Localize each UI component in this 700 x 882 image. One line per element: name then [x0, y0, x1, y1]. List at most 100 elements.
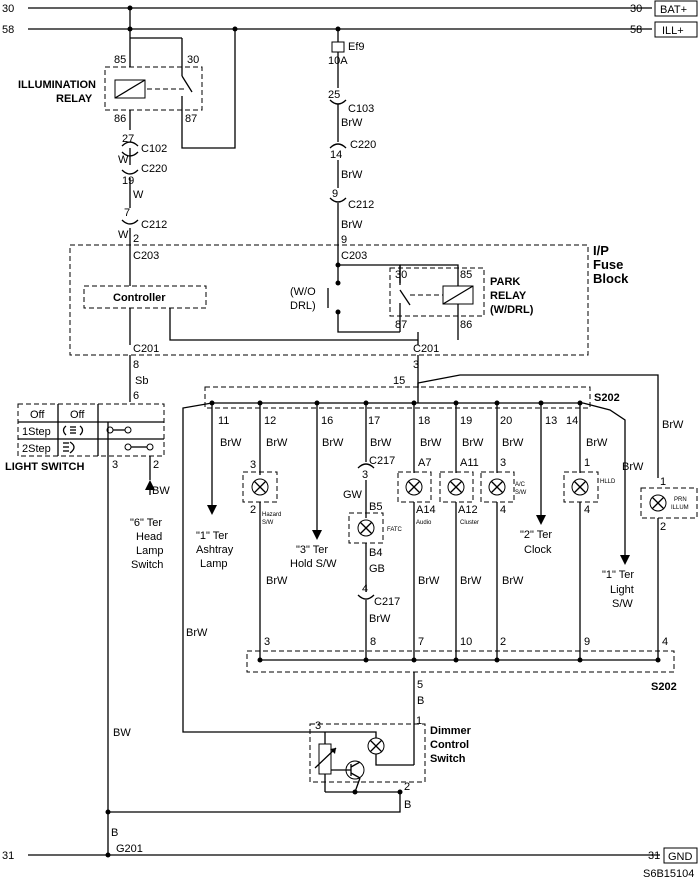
prn-label-1: PRN	[674, 497, 687, 503]
branch-pin-20: 20	[500, 415, 512, 427]
audio-a14: A14	[416, 504, 436, 516]
park-relay-name-1: PARK	[490, 276, 520, 288]
hlld-branch: 1 HLLD 4	[563, 400, 616, 660]
dimmer-pin2: 2	[404, 781, 410, 793]
fatc-b4: B4	[369, 547, 382, 559]
branch-pin-12: 12	[264, 415, 276, 427]
ls-pin3: 3	[112, 459, 118, 471]
park-relay-p86: 86	[460, 319, 472, 331]
prn-pin-top: 1	[660, 476, 666, 488]
light-switch-pin8: 8	[133, 359, 139, 371]
park-relay-name-3: (W/DRL)	[490, 304, 534, 316]
s202-bot-b: B	[417, 695, 424, 707]
footer-code: S6B15104	[643, 868, 694, 880]
light-sw-l2: Light	[610, 584, 634, 596]
hazard-pin-bot: 2	[250, 504, 256, 516]
branch-wire-14: BrW	[586, 437, 608, 449]
s202-top-pin15: 15	[393, 375, 405, 387]
c220-pin-left: 19	[122, 175, 134, 187]
hazard-label-1: Hazard	[262, 512, 281, 518]
c201-right-pin: 3	[413, 359, 419, 371]
dimmer-name-2: Control	[430, 739, 469, 751]
s202-bottom-label: S202	[651, 681, 677, 693]
fuse-path: Ef9 10A 25 C103 BrW C220 14 BrW 9 C212 B…	[328, 29, 376, 246]
light-switch-pin6: 6	[133, 390, 139, 402]
cluster-label: Cluster	[460, 520, 479, 526]
wo-drl-1: (W/O	[290, 286, 316, 298]
c212-label-mid: C212	[348, 199, 374, 211]
prn-label-2: ILLUM	[671, 505, 689, 511]
branch-pins: 11 12 16 17 18 19 20 13 14 BrW BrW BrW B…	[218, 415, 608, 449]
head-lamp-l3: Lamp	[136, 545, 164, 557]
branch-wire-18: BrW	[420, 437, 442, 449]
ashtray-l2: Ashtray	[196, 544, 234, 556]
hlld-label: HLLD	[600, 479, 616, 485]
c212-pin-mid: 9	[332, 188, 338, 200]
fatc-c217-top: C217	[369, 455, 395, 467]
c102-pin: 27	[122, 133, 134, 145]
c203-pin-left: 2	[133, 233, 139, 245]
s202-bottom: 3 8 7 10 2 9 4 S202 5 B	[246, 636, 677, 765]
ground: BW B G201 31 31 GND S6B15104	[2, 470, 698, 880]
branch-pin-18: 18	[418, 415, 430, 427]
ashtray-lamp-branch: "1" Ter Ashtray Lamp	[196, 400, 234, 570]
ls-pin2: 2	[153, 459, 159, 471]
ls-row-off: Off	[30, 409, 45, 421]
prn-illum-branch: BrW 1 PRN ILLUM 2	[640, 419, 698, 660]
park-lamp-icon	[62, 425, 84, 436]
c220-pin-mid: 14	[330, 149, 342, 161]
brw-1: BrW	[341, 117, 363, 129]
illum-relay-p85: 85	[114, 54, 126, 66]
light-switch-name: LIGHT SWITCH	[5, 461, 84, 473]
s202-top: 3 15 S202	[204, 355, 659, 478]
g201-label: G201	[116, 843, 143, 855]
branch-wire-19: BrW	[462, 437, 484, 449]
clock-l1: "2" Ter	[520, 529, 552, 541]
w-wire-3: W	[118, 229, 129, 241]
c103-label: C103	[348, 103, 374, 115]
ill-tag: ILL+	[662, 25, 684, 37]
clock-l2: Clock	[524, 544, 552, 556]
ls-row-2step: 2Step	[22, 443, 51, 455]
head-lamp-icon	[63, 441, 75, 454]
ill-rail-left-num: 58	[2, 24, 14, 36]
bat-rail-left-num: 30	[2, 3, 14, 15]
gnd-tag: GND	[668, 851, 693, 863]
c201-label-right: C201	[413, 343, 439, 355]
illum-relay-p86: 86	[114, 113, 126, 125]
dimmer-pin1: 1	[416, 715, 422, 727]
prn-wire: BrW	[662, 419, 684, 431]
light-sw-branch: BrW "1" Ter Light S/W	[582, 402, 644, 610]
ip-block-line-2: Fuse	[593, 257, 623, 272]
fatc-label: FATC	[387, 527, 403, 533]
c102-label: C102	[141, 143, 167, 155]
fatc-gb: GB	[369, 563, 385, 575]
s202-bot-pin-8: 8	[370, 636, 376, 648]
ashtray-l3: Lamp	[200, 558, 228, 570]
park-relay-p30: 30	[395, 269, 407, 281]
bat-rail: 30 30 BAT+	[2, 0, 698, 17]
branch-pin-11: 11	[218, 415, 229, 427]
ill-rail-right-num: 58	[630, 24, 642, 36]
ac-label-1: A/C	[515, 482, 526, 488]
illum-relay-p30: 30	[187, 54, 199, 66]
branch-wire-11: BrW	[220, 437, 242, 449]
s202-bot-pin5: 5	[417, 679, 423, 691]
ac-pin-top: 3	[500, 457, 506, 469]
dimmer-brw: BrW	[186, 627, 208, 639]
hlld-pin-top: 1	[584, 457, 590, 469]
dimmer-pin3: 3	[315, 720, 321, 732]
prn-pin-bot: 2	[660, 521, 666, 533]
s202-bot-pin-9: 9	[584, 636, 590, 648]
ground-bw: BW	[113, 727, 131, 739]
park-relay-name-2: RELAY	[490, 290, 527, 302]
illum-relay-name-2: RELAY	[56, 93, 93, 105]
head-lamp-l4: Switch	[131, 559, 163, 571]
dimmer-control-switch: BrW 3 1 Dimmer Control Switch 2 B	[108, 402, 472, 813]
fuse-name: Ef9	[348, 41, 365, 53]
ls-col-off: Off	[70, 409, 85, 421]
light-switch: 8 Sb 6 Off 1Step 2Step Off	[5, 355, 170, 571]
w-wire-2: W	[133, 189, 144, 201]
s202-bot-pin-10: 10	[460, 636, 472, 648]
